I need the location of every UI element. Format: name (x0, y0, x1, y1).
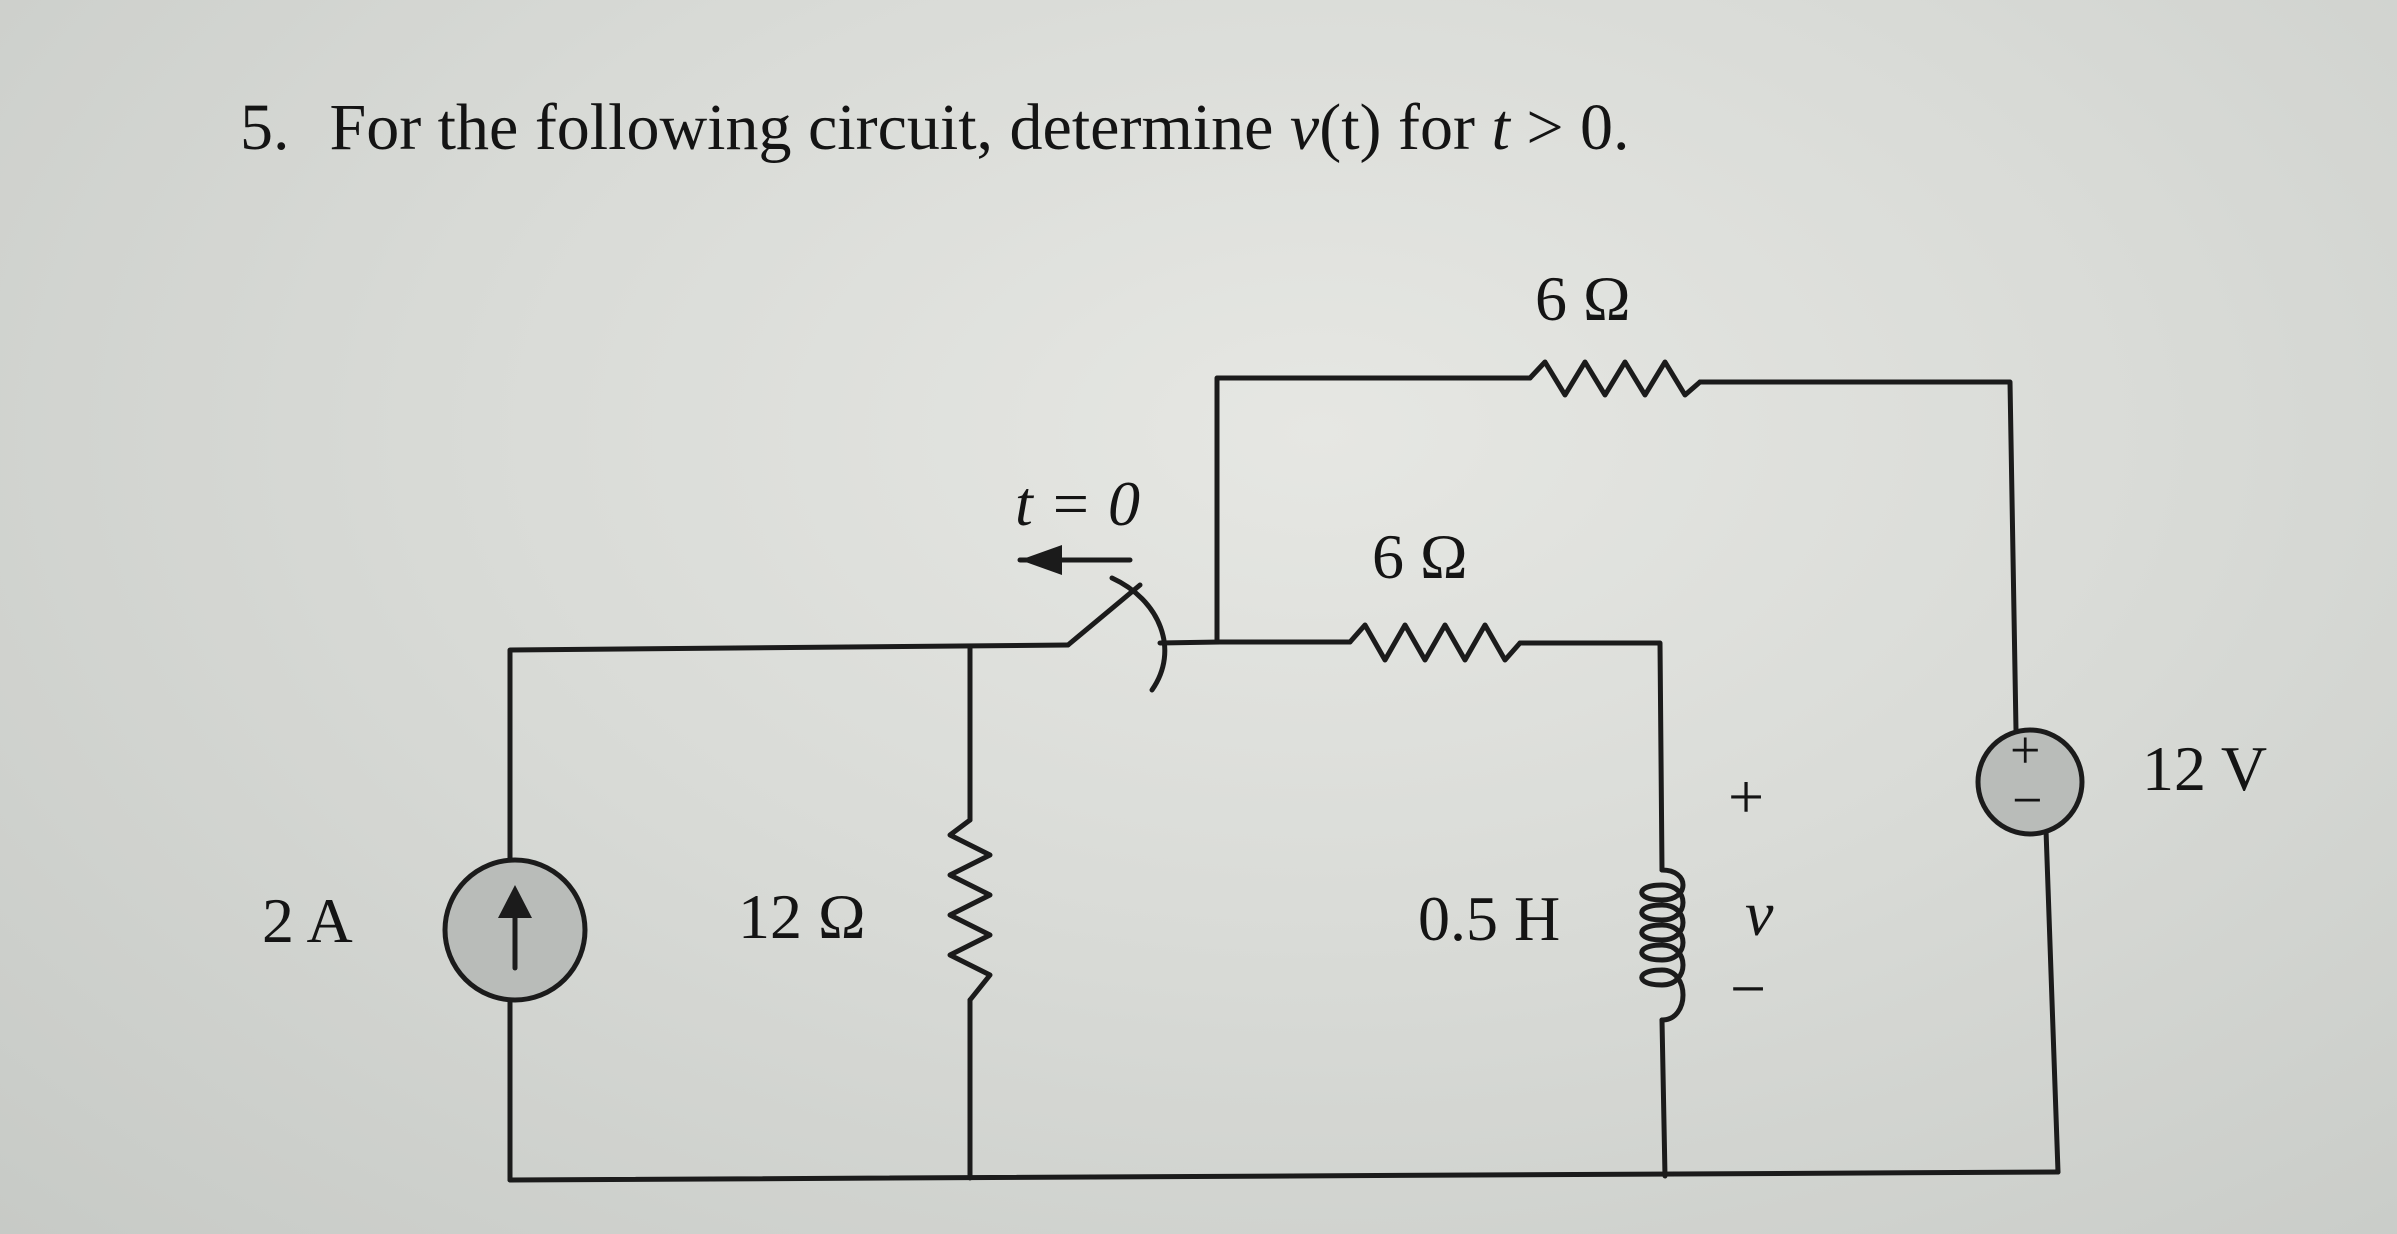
middle-resistor-label: 6 Ω (1372, 521, 1468, 592)
source-minus-sign: − (2012, 770, 2042, 830)
question-t-var: t (1491, 91, 1510, 164)
bottom-wire (507, 1169, 2061, 1183)
v-minus-sign: − (1730, 953, 1766, 1024)
voltage-source-label: 12 V (2142, 733, 2267, 804)
question-number: 5. (240, 91, 290, 164)
source-plus-sign: + (2010, 720, 2040, 780)
shunt-resistor-12ohm (947, 817, 993, 1003)
inductor-coil (1639, 867, 1686, 1023)
question-v-var: v (1289, 91, 1320, 164)
current-source (442, 857, 588, 1003)
v-plus-sign: + (1728, 761, 1764, 832)
voltage-source (1975, 727, 2085, 837)
top-wire (1214, 375, 2061, 1175)
middle-resistor-6ohm (1347, 622, 1523, 663)
question-v-arg: (t) (1319, 91, 1382, 164)
question-text-mid: for (1381, 91, 1492, 164)
question-text: 5.For the following circuit, determine v… (240, 95, 1630, 161)
question-text-before: For the following circuit, determine (329, 91, 1290, 164)
inductor-label: 0.5 H (1418, 883, 1560, 954)
top-resistor-6ohm (1527, 359, 1703, 398)
shunt-resistor-label: 12 Ω (738, 881, 866, 952)
switch (1017, 545, 1168, 693)
v-label: v (1745, 878, 1774, 949)
top-resistor-label: 6 Ω (1535, 263, 1631, 334)
question-text-after: > 0. (1509, 91, 1630, 164)
left-wire (507, 642, 1071, 1183)
switch-label: t = 0 (1015, 468, 1140, 539)
current-source-label: 2 A (262, 885, 353, 956)
middle-wire (1157, 639, 1668, 1179)
